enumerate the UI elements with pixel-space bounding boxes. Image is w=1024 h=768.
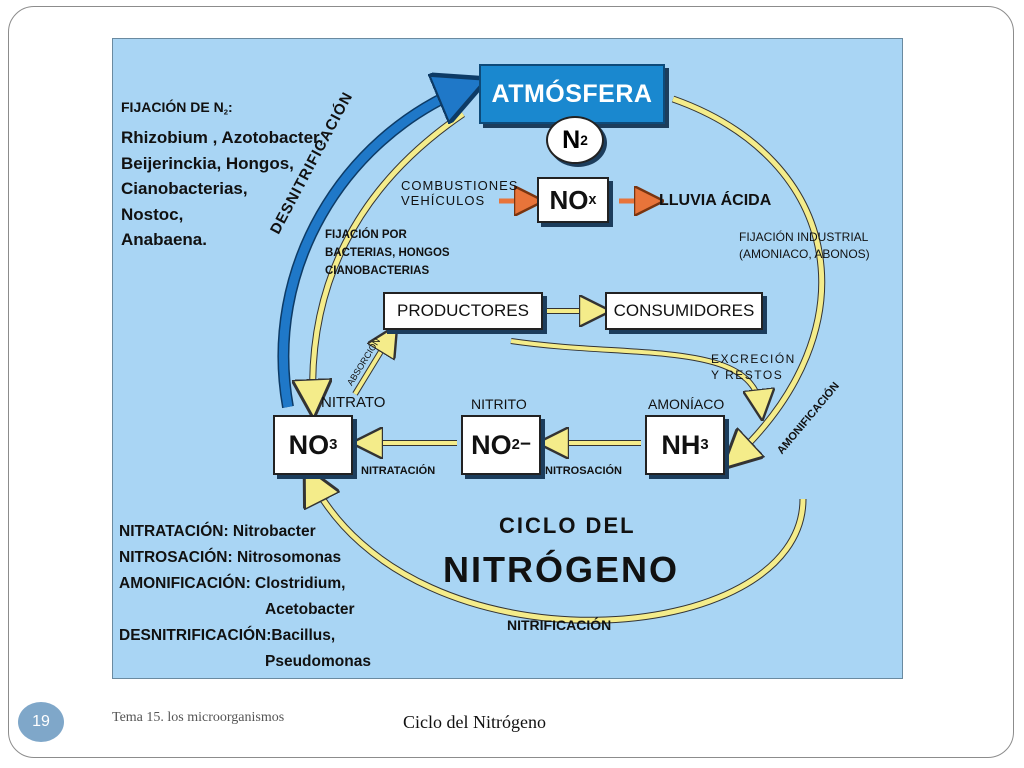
footer-topic: Tema 15. los microorganismos bbox=[112, 710, 285, 725]
combustion-line1: COMBUSTIONES bbox=[401, 178, 519, 193]
consumers-box: CONSUMIDORES bbox=[605, 292, 763, 330]
excretion-label: EXCRECIÓN Y RESTOS bbox=[711, 351, 796, 383]
ammonia-label: AMONÍACO bbox=[648, 396, 725, 412]
nitrification-label: NITRIFICACIÓN bbox=[507, 617, 612, 633]
legend-item: NITRATACIÓN: Nitrobacter bbox=[119, 523, 316, 540]
nh3-symbol: NH bbox=[661, 429, 701, 460]
combustion-label: COMBUSTIONES VEHÍCULOS bbox=[401, 178, 518, 208]
organism-item: Beijerinckia, Hongos, bbox=[121, 153, 294, 173]
industrial-fixation-label: FIJACIÓN INDUSTRIAL (AMONIACO, ABONOS) bbox=[739, 229, 870, 263]
atmosphere-label: ATMÓSFERA bbox=[491, 79, 653, 108]
consumers-label: CONSUMIDORES bbox=[613, 301, 755, 320]
nitrosation-label: NITROSACIÓN bbox=[545, 465, 622, 477]
nox-subscript: x bbox=[588, 192, 597, 208]
fixation-title-text: FIJACIÓN DE N bbox=[121, 99, 224, 115]
legend-item: NITROSACIÓN: Nitrosomonas bbox=[119, 549, 342, 566]
no2-symbol: NO bbox=[471, 429, 512, 460]
slide-number-badge: 19 bbox=[18, 702, 64, 742]
no3-subscript: 3 bbox=[329, 437, 338, 453]
organism-item: Rhizobium , Azotobacter, bbox=[121, 128, 324, 147]
producers-box: PRODUCTORES bbox=[383, 292, 543, 330]
no3-symbol: NO bbox=[288, 429, 330, 460]
biological-fixation-label: FIJACIÓN POR BACTERIAS, HONGOS CIANOBACT… bbox=[325, 226, 450, 280]
combustion-line2: VEHÍCULOS bbox=[401, 193, 486, 208]
nitratation-label: NITRATACIÓN bbox=[361, 465, 436, 477]
title-line2: NITRÓGENO bbox=[443, 549, 680, 590]
nitrate-label: NITRATO bbox=[321, 394, 386, 411]
atmosphere-box: ATMÓSFERA bbox=[479, 64, 665, 124]
industrial-line2: (AMONIACO, ABONOS) bbox=[739, 247, 870, 261]
legend-item: Acetobacter bbox=[265, 601, 355, 618]
cycle-arrows bbox=[277, 39, 826, 624]
nox-symbol: NO bbox=[549, 184, 589, 215]
fixation-title-colon: : bbox=[227, 99, 233, 115]
fixation-title-subscript: 2 bbox=[223, 107, 228, 117]
nh3-subscript: 3 bbox=[700, 437, 709, 453]
n2-symbol: N bbox=[562, 125, 581, 154]
no2-subscript: 2 bbox=[511, 437, 520, 453]
bio-fix-line2: BACTERIAS, HONGOS bbox=[325, 247, 450, 259]
legend-item: AMONIFICACIÓN: Clostridium, bbox=[119, 575, 346, 592]
title-line1: CICLO DEL bbox=[499, 513, 636, 538]
industrial-line1: FIJACIÓN INDUSTRIAL bbox=[739, 230, 869, 244]
fixation-organisms: Rhizobium , Azotobacter, Beijerinckia, H… bbox=[121, 125, 323, 253]
excretion-line2: Y RESTOS bbox=[711, 368, 784, 382]
organism-item: Nostoc, bbox=[121, 204, 184, 224]
legend-item: DESNITRIFICACIÓN:Bacillus, bbox=[119, 627, 336, 644]
slide-number: 19 bbox=[32, 713, 50, 730]
legend: NITRATACIÓN: Nitrobacter NITROSACIÓN: Ni… bbox=[119, 519, 371, 675]
bio-fix-line1: FIJACIÓN POR bbox=[325, 229, 407, 241]
excretion-line1: EXCRECIÓN bbox=[711, 352, 796, 366]
footer-title: Ciclo del Nitrógeno bbox=[403, 712, 546, 732]
no2-charge: − bbox=[519, 434, 531, 455]
legend-item: Pseudomonas bbox=[265, 653, 371, 670]
n2-subscript: 2 bbox=[580, 132, 588, 148]
nitrite-label: NITRITO bbox=[471, 396, 527, 412]
organism-item: Anabaena. bbox=[121, 230, 207, 249]
acid-rain-label: LLUVIA ÁCIDA bbox=[659, 192, 772, 209]
organism-item: Cianobacterias, bbox=[121, 179, 248, 198]
fixation-title: FIJACIÓN DE N2: bbox=[121, 99, 233, 117]
producers-label: PRODUCTORES bbox=[397, 301, 529, 320]
bio-fix-line3: CIANOBACTERIAS bbox=[325, 265, 430, 277]
